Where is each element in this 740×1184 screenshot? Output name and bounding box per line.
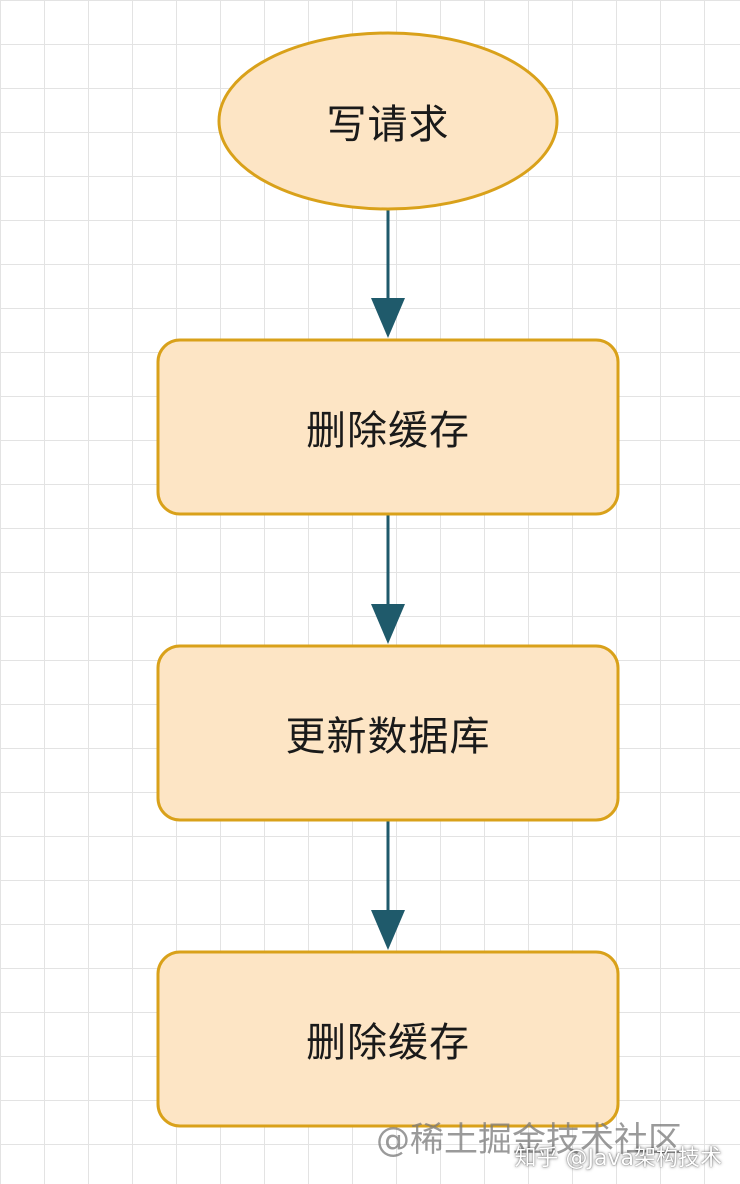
node-delete-cache-1-shape bbox=[156, 338, 620, 516]
node-update-database-shape bbox=[156, 644, 620, 822]
node-write-request-label: 写请求 bbox=[326, 102, 450, 148]
node-delete-cache-2-shape bbox=[156, 950, 620, 1128]
edge-delete-cache-1-to-update-database bbox=[371, 514, 405, 644]
watermark-main-text: @稀土掘金技术社区 bbox=[376, 1120, 682, 1160]
watermark: @稀土掘金技术社区 知乎 @Java架构技术 bbox=[362, 1112, 722, 1178]
node-delete-cache-1-label: 删除缓存 bbox=[306, 408, 470, 454]
node-delete-cache-2-label: 删除缓存 bbox=[306, 1020, 470, 1066]
node-write-request-shape bbox=[217, 31, 559, 211]
edge-write-request-to-delete-cache-1 bbox=[371, 210, 405, 338]
node-update-database-label: 更新数据库 bbox=[285, 714, 491, 760]
edge-update-database-to-delete-cache-2 bbox=[371, 820, 405, 950]
watermark-sub-text: 知乎 @Java架构技术 bbox=[514, 1146, 722, 1171]
